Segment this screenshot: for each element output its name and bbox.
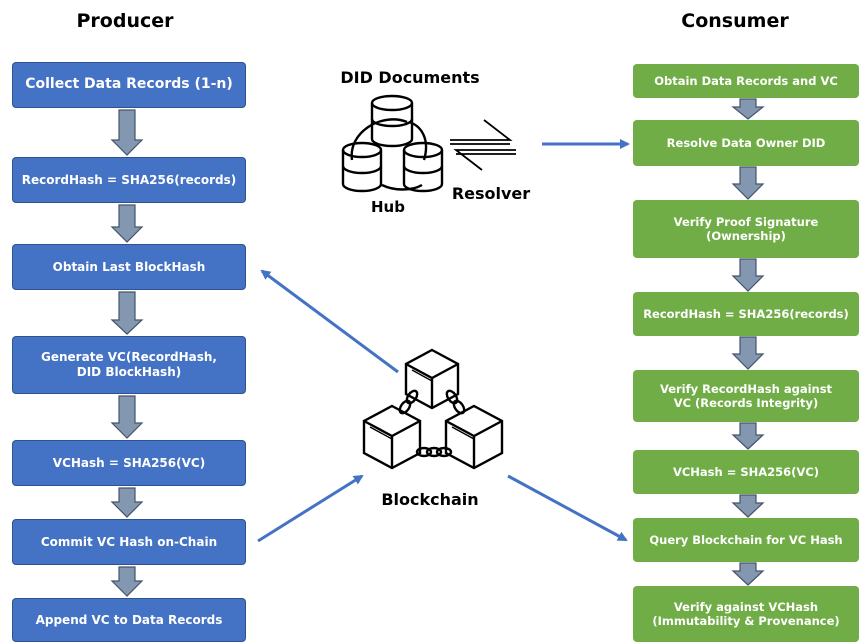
producer-step-collect-records: Collect Data Records (1-n) [12,62,246,108]
consumer-step-vc-hash: VCHash = SHA256(VC) [633,450,859,494]
did-documents-label: DID Documents [340,68,480,87]
down-arrow-icon [110,109,144,156]
blockchain-to-consumer-arrow [507,474,628,542]
producer-step-generate-vc: Generate VC(RecordHash, DID BlockHash) [12,336,246,394]
producer-step-obtain-blockhash: Obtain Last BlockHash [12,244,246,290]
down-arrow-icon [731,336,765,370]
consumer-flow-arrows [731,98,765,586]
hub-label: Hub [371,198,405,216]
down-arrow-icon [731,166,765,200]
blockchain-label: Blockchain [381,490,479,509]
down-arrow-icon [731,562,765,586]
down-arrow-icon [731,494,765,518]
resolver-label: Resolver [451,184,531,203]
consumer-step-record-hash: RecordHash = SHA256(records) [633,292,859,336]
producer-flow-arrows [110,109,144,597]
down-arrow-icon [110,566,144,597]
consumer-step-verify-signature: Verify Proof Signature (Ownership) [633,200,859,258]
consumer-step-query-blockchain: Query Blockchain for VC Hash [633,518,859,562]
consumer-step-obtain-records: Obtain Data Records and VC [633,64,859,98]
consumer-step-verify-recordhash: Verify RecordHash against VC (Records In… [633,370,859,422]
consumer-step-verify-vchash: Verify against VCHash (Immutability & Pr… [633,586,859,642]
down-arrow-icon [110,395,144,439]
producer-to-blockchain-arrow [257,474,364,543]
down-arrow-icon [731,258,765,292]
producer-title: Producer [76,10,174,32]
down-arrow-icon [110,487,144,518]
down-arrow-icon [731,422,765,450]
blockchain-to-producer-arrow [260,269,399,374]
producer-step-commit-vc-hash: Commit VC Hash on-Chain [12,519,246,565]
resolver-exchange-icon [450,119,516,171]
blockchain-icon [362,348,504,470]
consumer-title: Consumer [681,10,789,32]
down-arrow-icon [110,204,144,243]
down-arrow-icon [731,98,765,120]
producer-step-record-hash: RecordHash = SHA256(records) [12,157,246,203]
consumer-step-resolve-did: Resolve Data Owner DID [633,120,859,166]
hub-database-icon [341,94,444,193]
down-arrow-icon [110,291,144,335]
producer-step-vc-hash: VCHash = SHA256(VC) [12,440,246,486]
